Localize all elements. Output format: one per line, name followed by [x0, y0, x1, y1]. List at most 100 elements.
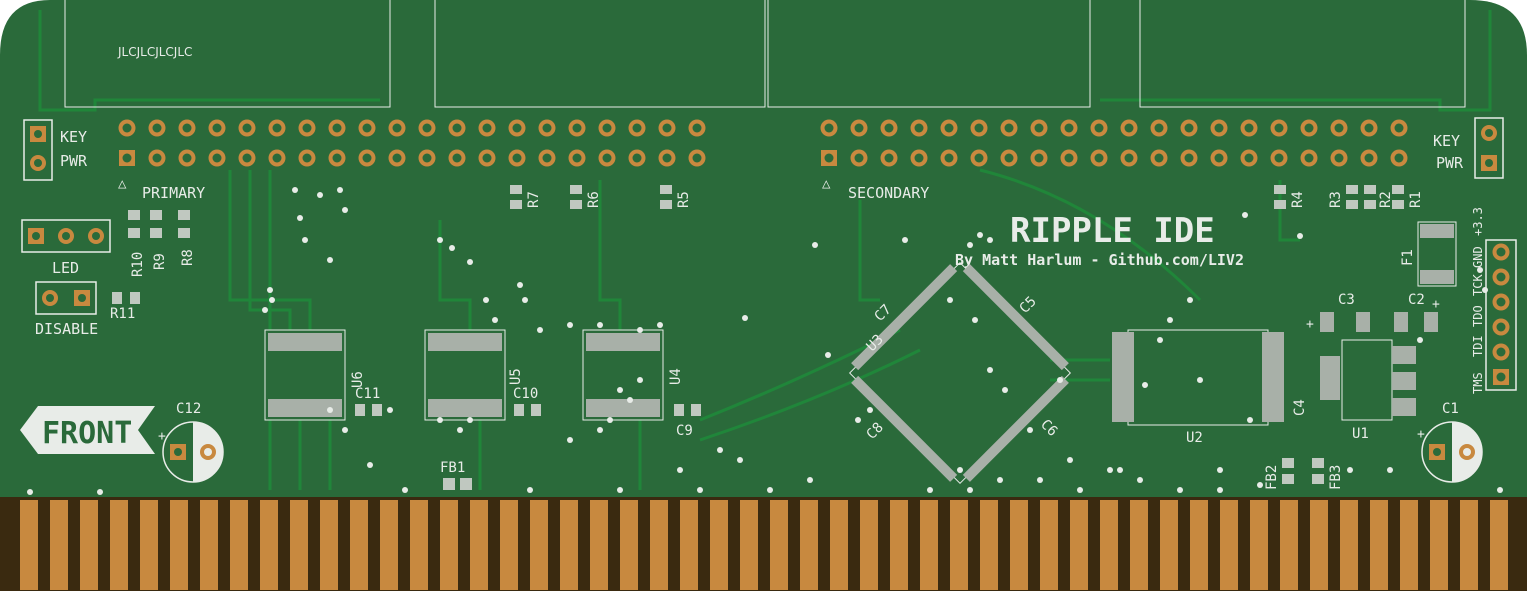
edge-finger	[590, 500, 608, 590]
pin-hole	[392, 123, 402, 133]
pin-hole	[542, 123, 552, 133]
pin-hole	[362, 123, 372, 133]
pin-hole	[1334, 153, 1344, 163]
edge-finger	[1340, 500, 1358, 590]
edge-finger	[1310, 500, 1328, 590]
via	[627, 397, 633, 403]
edge-finger	[1250, 500, 1268, 590]
via	[1002, 387, 1008, 393]
edge-finger	[740, 500, 758, 590]
pin-hole	[242, 123, 252, 133]
pin-hole	[662, 123, 672, 133]
edge-finger	[1490, 500, 1508, 590]
pin-hole	[1004, 153, 1014, 163]
c1-label: C1	[1442, 401, 1459, 417]
secondary-header	[820, 119, 1408, 167]
pin-hole	[302, 153, 312, 163]
pin-hole	[212, 153, 222, 163]
pin-hole	[632, 153, 642, 163]
via	[607, 417, 613, 423]
via	[1187, 297, 1193, 303]
via	[972, 317, 978, 323]
edge-finger	[380, 500, 398, 590]
edge-finger	[1280, 500, 1298, 590]
r1-label: R1	[1408, 191, 1424, 208]
jtag-label-tdo: TDO	[1471, 305, 1485, 327]
secondary-marker: △	[822, 176, 831, 192]
r7-label: R7	[526, 191, 542, 208]
via	[657, 322, 663, 328]
front-arrow	[20, 406, 155, 454]
pin-hole	[392, 153, 402, 163]
via	[1107, 467, 1113, 473]
pin-hole	[1244, 123, 1254, 133]
pin-hole	[824, 123, 834, 133]
pin-hole	[944, 123, 954, 133]
pin-hole	[974, 153, 984, 163]
pin-hole	[1496, 297, 1506, 307]
via	[807, 477, 813, 483]
edge-finger	[1370, 500, 1388, 590]
pin-hole	[212, 123, 222, 133]
via	[483, 297, 489, 303]
pin-hole	[302, 123, 312, 133]
via	[1217, 467, 1223, 473]
pin-hole	[1124, 123, 1134, 133]
via	[537, 327, 543, 333]
r11-label: R11	[110, 306, 135, 322]
via	[637, 327, 643, 333]
via	[825, 352, 831, 358]
pin-hole	[242, 153, 252, 163]
via	[1057, 377, 1063, 383]
ic-u6	[264, 329, 346, 421]
edge-finger	[410, 500, 428, 590]
via	[327, 257, 333, 263]
via	[342, 207, 348, 213]
module-outlines	[64, 0, 1466, 108]
pin-hole	[1154, 123, 1164, 133]
r9-label: R9	[152, 253, 168, 270]
edge-finger	[50, 500, 68, 590]
via	[1077, 487, 1083, 493]
edge-finger	[80, 500, 98, 590]
pin-hole	[272, 153, 282, 163]
c11-label: C11	[355, 386, 380, 402]
pin-hole	[122, 153, 132, 163]
via	[737, 457, 743, 463]
edge-finger	[800, 500, 818, 590]
u6-label: U6	[350, 371, 366, 388]
key-pwr-right	[1474, 117, 1504, 179]
pin-hole	[362, 153, 372, 163]
edge-finger	[500, 500, 518, 590]
resistor-group-right	[1274, 185, 1404, 209]
pin-hole	[572, 153, 582, 163]
via	[387, 407, 393, 413]
pin-hole	[1496, 322, 1506, 332]
jtag-header	[1485, 239, 1517, 391]
via	[1247, 417, 1253, 423]
edge-finger	[440, 500, 458, 590]
pin-hole	[1094, 123, 1104, 133]
edge-finger	[350, 500, 368, 590]
pin-hole	[1274, 123, 1284, 133]
via	[927, 487, 933, 493]
pin-hole	[1496, 347, 1506, 357]
edge-finger	[680, 500, 698, 590]
caps-c3-c2	[1320, 312, 1438, 332]
pin-hole	[332, 153, 342, 163]
c4-label: C4	[1292, 399, 1308, 416]
edge-finger	[710, 500, 728, 590]
via	[742, 315, 748, 321]
resistor-group-left	[112, 210, 190, 304]
edge-finger	[200, 500, 218, 590]
r8-label: R8	[180, 249, 196, 266]
pin-hole	[182, 153, 192, 163]
jtag-label-tck: TCK	[1471, 274, 1485, 296]
pin-hole	[1304, 153, 1314, 163]
via	[637, 377, 643, 383]
via	[467, 417, 473, 423]
pin-hole	[1004, 123, 1014, 133]
via	[567, 437, 573, 443]
via	[967, 487, 973, 493]
